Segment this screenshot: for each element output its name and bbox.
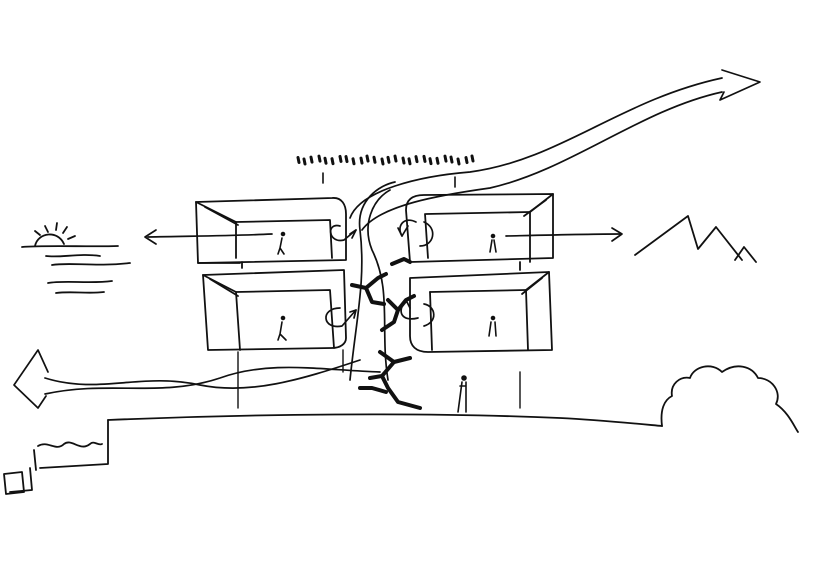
shade-louvre-roof bbox=[296, 154, 475, 166]
roof-posts bbox=[322, 172, 456, 188]
louvre-slat bbox=[372, 155, 377, 164]
airflow-up-arrowhead bbox=[719, 69, 761, 101]
louvre-slat bbox=[393, 154, 398, 163]
louvre-slat bbox=[309, 155, 314, 164]
louvre-slat bbox=[344, 155, 349, 164]
upper-left-room bbox=[195, 197, 347, 269]
pool-edge bbox=[33, 449, 37, 471]
louvre-slat bbox=[386, 155, 391, 164]
louvre-slat bbox=[456, 157, 461, 166]
airflow-left-arrowhead bbox=[13, 349, 49, 409]
view-arrowhead-right bbox=[611, 227, 623, 242]
person-icon bbox=[488, 321, 497, 337]
louvre-slat bbox=[330, 157, 335, 166]
water-wave bbox=[45, 254, 101, 258]
sun-disc bbox=[34, 233, 65, 247]
small-peak bbox=[734, 246, 757, 263]
louvre-slat bbox=[296, 156, 301, 164]
airflow-arrows bbox=[13, 69, 761, 409]
person-icon bbox=[277, 321, 287, 341]
airflow-up-ribbon bbox=[361, 91, 723, 231]
water-wave bbox=[47, 280, 113, 284]
person-icon bbox=[277, 237, 285, 255]
view-arrows bbox=[144, 227, 623, 245]
view-arrow-to-mountains bbox=[505, 233, 621, 237]
lower-left-room bbox=[202, 269, 347, 351]
site-ground bbox=[3, 365, 799, 495]
louvre-slat bbox=[449, 155, 454, 164]
water-wave bbox=[55, 291, 105, 294]
louvre-slat bbox=[407, 157, 412, 166]
upper-right-room bbox=[405, 193, 554, 271]
ground-line bbox=[107, 413, 663, 427]
louvre-slat bbox=[401, 156, 406, 165]
swirl-arrow-icon bbox=[419, 221, 434, 247]
airflow-left-ribbon bbox=[44, 359, 361, 390]
terrace-step bbox=[39, 419, 109, 469]
airflow-up-ribbon bbox=[349, 77, 723, 219]
small-block bbox=[3, 471, 25, 495]
human-figures bbox=[277, 231, 497, 413]
mountain-ridge bbox=[634, 215, 743, 261]
water-wave bbox=[51, 262, 131, 266]
louvre-slat bbox=[302, 157, 307, 166]
person-icon bbox=[489, 239, 497, 253]
louvre-slat bbox=[470, 154, 475, 163]
airflow-atrium-ribbon bbox=[349, 181, 396, 381]
louvre-slat bbox=[428, 157, 433, 166]
louvre-slat bbox=[422, 154, 427, 163]
horizon-line bbox=[21, 245, 119, 248]
airflow-atrium-ribbon bbox=[367, 189, 391, 381]
swirl-arrow-icon bbox=[325, 307, 357, 328]
louvre-slat bbox=[359, 156, 364, 165]
view-arrowhead-left bbox=[144, 229, 157, 245]
louvre-slat bbox=[338, 154, 343, 163]
central-atrium-stair bbox=[350, 257, 422, 410]
louvre-slat bbox=[443, 154, 448, 163]
swirl-arrow-icon bbox=[423, 303, 435, 327]
pool-water bbox=[37, 441, 103, 448]
louvre-slat bbox=[317, 154, 322, 163]
airflow-left-ribbon bbox=[44, 366, 381, 395]
left-building-block bbox=[195, 197, 347, 409]
sun-rays bbox=[34, 222, 76, 240]
view-arrow-to-sea bbox=[147, 233, 273, 238]
trees-outline bbox=[660, 365, 799, 433]
sunset-over-water-icon bbox=[21, 222, 131, 294]
swirl-arrow-icon bbox=[329, 224, 357, 242]
person-icon bbox=[457, 381, 467, 413]
lower-step bbox=[9, 467, 33, 493]
louvre-slat bbox=[464, 156, 469, 165]
louvre-slat bbox=[351, 157, 356, 166]
louvre-slat bbox=[365, 154, 370, 163]
louvre-slat bbox=[323, 156, 328, 165]
louvre-slat bbox=[414, 155, 419, 164]
louvre-slat bbox=[435, 156, 440, 165]
louvre-slat bbox=[380, 157, 385, 166]
mountains-icon bbox=[634, 215, 757, 263]
